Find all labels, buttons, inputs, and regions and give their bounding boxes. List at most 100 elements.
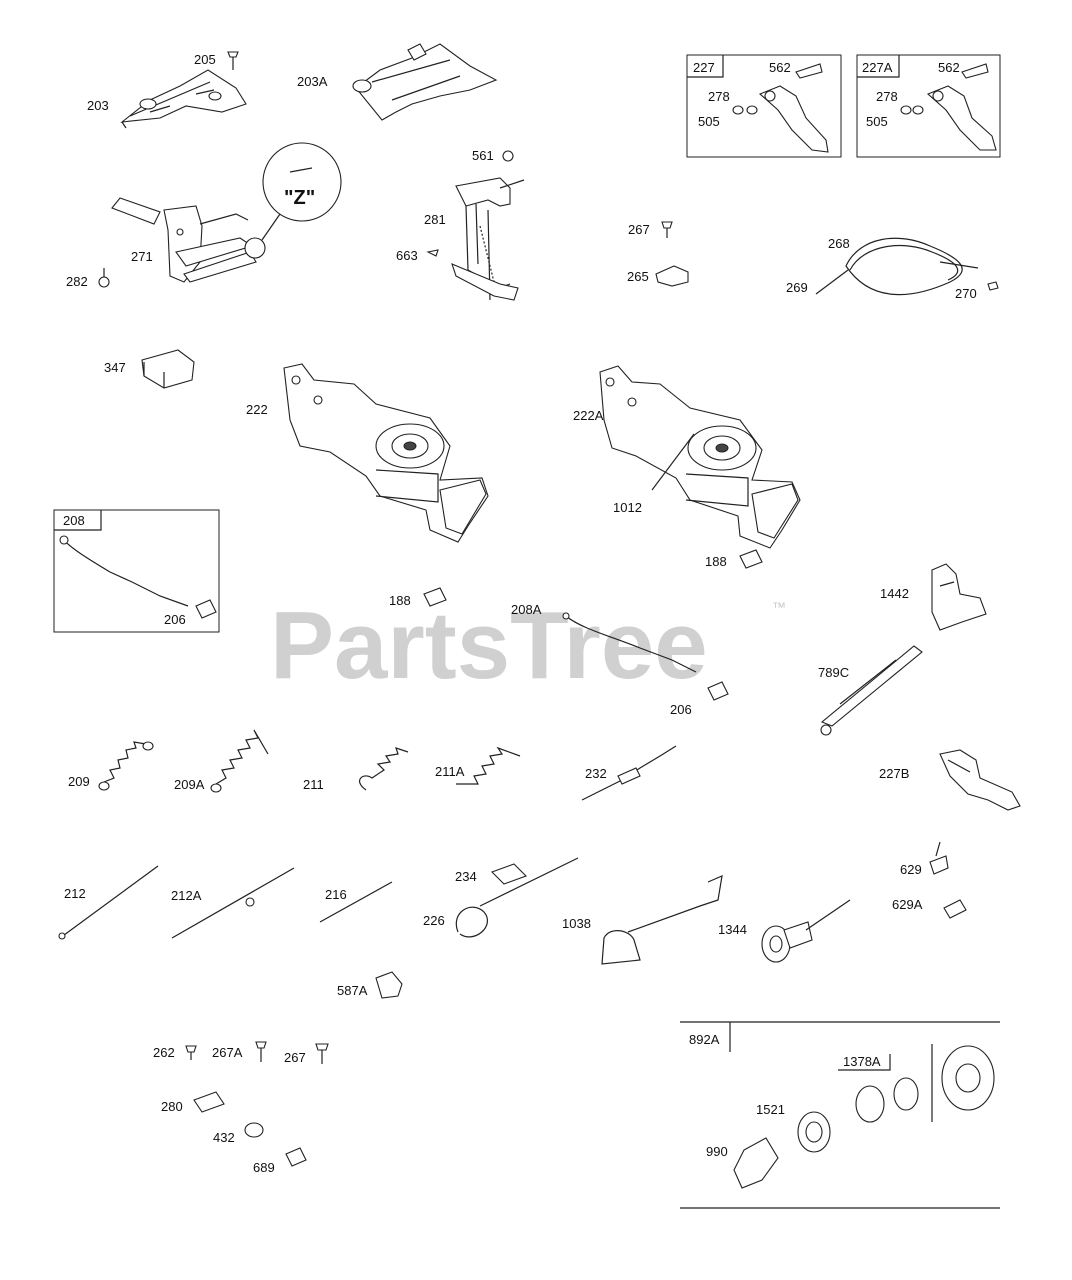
box-227a-title: 227A bbox=[862, 60, 893, 75]
part-561-nut bbox=[502, 150, 514, 162]
label-227a-562: 562 bbox=[938, 60, 960, 75]
part-205-screw bbox=[227, 51, 239, 70]
label-188: 188 bbox=[705, 554, 727, 569]
label-234: 234 bbox=[455, 869, 477, 884]
part-209-spring bbox=[98, 741, 154, 791]
label-222a: 222A bbox=[573, 408, 604, 423]
label-282: 282 bbox=[66, 274, 88, 289]
part-689-nut bbox=[285, 1147, 307, 1167]
part-267a-screw bbox=[255, 1041, 267, 1062]
label-262: 262 bbox=[153, 1045, 175, 1060]
label-1012: 1012 bbox=[613, 500, 642, 515]
part-222-housing bbox=[283, 363, 489, 543]
label-227-505: 505 bbox=[698, 114, 720, 129]
label-892a-1378a: 1378A bbox=[843, 1054, 881, 1069]
label-280: 280 bbox=[161, 1099, 183, 1114]
part-209a-spring bbox=[210, 729, 269, 793]
box-208 bbox=[53, 509, 220, 633]
part-281-bracket bbox=[451, 177, 525, 301]
part-206-bolt bbox=[707, 681, 729, 701]
part-268-cable bbox=[815, 237, 999, 296]
label-347: 347 bbox=[104, 360, 126, 375]
part-629a-fitting bbox=[943, 899, 967, 919]
label-663: 663 bbox=[396, 248, 418, 263]
part-282-screw bbox=[98, 268, 110, 288]
part-226-link bbox=[455, 857, 579, 938]
part-227b-lever bbox=[939, 749, 1021, 811]
part-208a-link bbox=[562, 612, 697, 673]
label-892a-1521: 1521 bbox=[756, 1102, 785, 1117]
part-188-bolt-b bbox=[423, 587, 447, 607]
label-892a-990: 990 bbox=[706, 1144, 728, 1159]
part-212a-link bbox=[171, 867, 295, 939]
label-1442: 1442 bbox=[880, 586, 909, 601]
part-211a-spring bbox=[456, 746, 521, 785]
box-227-title: 227 bbox=[693, 60, 715, 75]
label-212a: 212A bbox=[171, 888, 202, 903]
label-209: 209 bbox=[68, 774, 90, 789]
label-267: 267 bbox=[628, 222, 650, 237]
label-270: 270 bbox=[955, 286, 977, 301]
part-663-screw bbox=[426, 249, 439, 257]
label-629a: 629A bbox=[892, 897, 923, 912]
label-227-562: 562 bbox=[769, 60, 791, 75]
box-892a-title: 892A bbox=[689, 1032, 720, 1047]
label-211: 211 bbox=[303, 777, 324, 792]
label-268: 268 bbox=[828, 236, 850, 251]
label-208a: 208A bbox=[511, 602, 542, 617]
label-227a-505: 505 bbox=[866, 114, 888, 129]
box-892a bbox=[680, 1021, 1000, 1209]
part-267-screw-b bbox=[315, 1043, 329, 1064]
part-347-block bbox=[141, 349, 195, 389]
label-208-206: 206 bbox=[164, 612, 186, 627]
part-211-spring bbox=[359, 747, 409, 791]
part-262-screw bbox=[185, 1045, 197, 1060]
label-205: 205 bbox=[194, 52, 216, 67]
label-281: 281 bbox=[424, 212, 446, 227]
part-188-bolt-a bbox=[739, 549, 763, 569]
label-267a: 267A bbox=[212, 1045, 243, 1060]
label-269: 269 bbox=[786, 280, 808, 295]
label-689: 689 bbox=[253, 1160, 275, 1175]
part-234-clip bbox=[491, 863, 527, 885]
label-206: 206 bbox=[670, 702, 692, 717]
part-432-ring bbox=[244, 1122, 264, 1138]
label-561: 561 bbox=[472, 148, 494, 163]
label-265: 265 bbox=[627, 269, 649, 284]
label-1344: 1344 bbox=[718, 922, 747, 937]
label-212: 212 bbox=[64, 886, 86, 901]
label-211a: 211A bbox=[435, 764, 465, 779]
label-216: 216 bbox=[325, 887, 347, 902]
part-216-link bbox=[319, 881, 393, 923]
part-1038-link bbox=[601, 875, 723, 965]
label-227a-278: 278 bbox=[876, 89, 898, 104]
z-callout bbox=[244, 142, 342, 259]
part-629-screw bbox=[929, 841, 949, 875]
label-226: 226 bbox=[423, 913, 445, 928]
label-432: 432 bbox=[213, 1130, 235, 1145]
label-227b: 227B bbox=[879, 766, 909, 781]
label-271: 271 bbox=[131, 249, 153, 264]
watermark-trademark: ™ bbox=[772, 599, 786, 615]
part-1442-latch bbox=[931, 563, 987, 631]
label-188-b: 188 bbox=[389, 593, 411, 608]
part-789c-rod bbox=[820, 645, 923, 736]
part-267-screw bbox=[661, 221, 673, 238]
label-232: 232 bbox=[585, 766, 607, 781]
label-203: 203 bbox=[87, 98, 109, 113]
part-222a-housing bbox=[599, 365, 801, 549]
part-280-clamp bbox=[193, 1091, 225, 1113]
label-209a: 209A bbox=[174, 777, 205, 792]
label-629: 629 bbox=[900, 862, 922, 877]
part-212-link bbox=[58, 865, 159, 940]
part-203-lever bbox=[120, 69, 247, 129]
part-203a-lever bbox=[352, 43, 498, 121]
part-1344-assembly bbox=[761, 899, 851, 963]
part-232-link bbox=[581, 745, 677, 801]
box-227 bbox=[686, 54, 842, 158]
box-227a bbox=[856, 54, 1001, 158]
part-587a-clip bbox=[375, 971, 403, 999]
label-203a: 203A bbox=[297, 74, 328, 89]
part-265-clip bbox=[655, 265, 689, 287]
